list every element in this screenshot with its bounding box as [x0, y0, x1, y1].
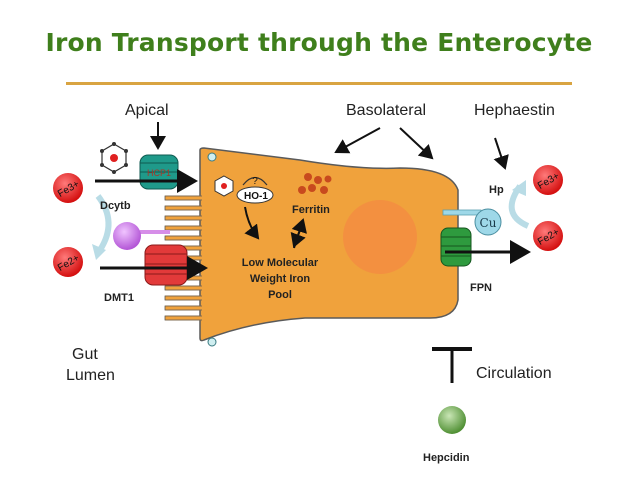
tight-junction-bottom: [207, 337, 217, 347]
arrow-ho1-to-pool: [244, 206, 260, 240]
ho1-question: ?: [252, 176, 258, 187]
reduction-arrow: [95, 194, 112, 252]
circulation-label: Circulation: [476, 365, 552, 382]
pool-label-line2: Weight Iron: [249, 273, 311, 285]
nucleus: [343, 200, 417, 274]
fe3-ion-left: [53, 173, 83, 203]
ferritin-label: Ferritin: [292, 204, 330, 216]
page-title: Iron Transport through the Enterocyte: [45, 28, 593, 57]
fe2-ion-right: [533, 221, 563, 251]
title-underline: [66, 82, 572, 85]
hephaestin-label: Hephaestin: [474, 102, 555, 119]
gut-lumen-label-line2: Lumen: [66, 367, 115, 384]
cu-label: Cu: [480, 216, 497, 230]
fe3-ion-right: [533, 165, 563, 195]
hepcidin-ball: [438, 406, 466, 434]
gut-lumen-label-line1: Gut: [72, 346, 98, 363]
hephaestin-anchor: [442, 209, 482, 216]
fpn-label: FPN: [470, 282, 492, 294]
arrow-ferritin-pool: [290, 221, 306, 248]
hepcidin-label: Hepcidin: [423, 452, 470, 464]
hcp1-label: HCP1: [147, 168, 171, 178]
dmt1-transporter: [144, 244, 188, 286]
arrow-hephaestin: [493, 137, 509, 170]
fpn-transporter: [440, 227, 472, 267]
heme-icon-inside: [214, 175, 234, 197]
dcytb-protein: [113, 222, 141, 250]
ferritin-cluster: [298, 173, 332, 194]
hp-label: Hp: [489, 184, 504, 196]
heme-icon-outside: [100, 142, 128, 174]
ho1-enzyme: [236, 186, 274, 204]
arrow-basolateral-left: [334, 127, 381, 154]
pool-label-line3: Pool: [268, 289, 292, 301]
apical-label: Apical: [125, 102, 169, 119]
ho1-label: HO-1: [244, 191, 268, 202]
arrow-basolateral-right: [399, 127, 434, 160]
dmt1-label: DMT1: [104, 292, 134, 304]
pool-label-line1: Low Molecular: [241, 257, 319, 269]
dcytb-label: Dcytb: [100, 200, 131, 212]
basolateral-label: Basolateral: [346, 102, 427, 119]
fe2-ion-left: [53, 247, 83, 277]
cu-circle: [474, 208, 502, 236]
tight-junction-top: [207, 152, 217, 162]
